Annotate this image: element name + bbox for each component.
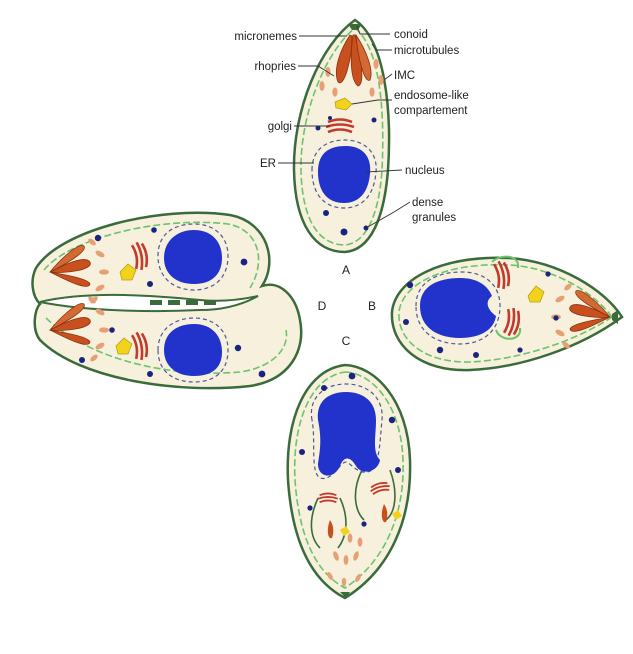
cell-c bbox=[286, 363, 412, 600]
cell-d-top-er bbox=[157, 223, 229, 291]
panel-label-a: A bbox=[342, 263, 350, 277]
cell-a-imc bbox=[300, 27, 384, 246]
cell-b bbox=[390, 255, 624, 372]
label-dense-line1: dense bbox=[412, 197, 443, 209]
label-microtubules: microtubules bbox=[394, 45, 459, 57]
cell-b-conoid bbox=[612, 310, 618, 324]
panel-label-b: B bbox=[368, 299, 376, 313]
cell-a-membrane bbox=[292, 18, 391, 254]
cell-a-nucleus bbox=[318, 146, 371, 203]
cell-c-nucleus bbox=[317, 392, 380, 476]
cell-a-er bbox=[311, 139, 377, 209]
cell-c-micronemes bbox=[327, 533, 363, 587]
cell-b-endosome bbox=[527, 285, 545, 303]
label-micronemes: micronemes bbox=[234, 31, 297, 43]
cell-d-conoid-stripes bbox=[150, 300, 216, 305]
cell-d-bottom-nucleus bbox=[164, 324, 222, 376]
cell-c-er bbox=[310, 383, 383, 480]
cell-c-imc bbox=[293, 371, 404, 589]
cell-b-er bbox=[415, 271, 501, 345]
cell-a bbox=[292, 18, 391, 254]
label-conoid: conoid bbox=[394, 29, 428, 41]
panel-label-c: C bbox=[342, 334, 351, 348]
label-imc: IMC bbox=[394, 70, 415, 82]
cell-d-bottom-er bbox=[157, 317, 229, 383]
label-dense-line2: granules bbox=[412, 212, 456, 224]
label-er: ER bbox=[260, 158, 276, 170]
cell-b-dense-granules bbox=[403, 271, 559, 358]
cell-c-conoid bbox=[340, 592, 350, 598]
cell-c-endosome bbox=[340, 510, 402, 536]
panel-label-d: D bbox=[318, 299, 327, 313]
cell-b-imc bbox=[398, 263, 613, 363]
cell-d-top-nucleus bbox=[164, 230, 222, 284]
cell-c-membrane bbox=[286, 363, 412, 600]
cell-a-dense-granules bbox=[315, 116, 377, 236]
cell-a-endosome bbox=[334, 97, 353, 111]
cell-a-conoid bbox=[348, 24, 362, 30]
text-labels: micronemes conoid microtubules rhopries … bbox=[234, 29, 468, 348]
cell-d-endosome bbox=[115, 263, 137, 355]
leader-lines bbox=[278, 25, 411, 229]
label-golgi: golgi bbox=[268, 121, 292, 133]
cell-d bbox=[31, 211, 303, 390]
cell-c-dense-granules bbox=[299, 372, 401, 527]
label-nucleus: nucleus bbox=[405, 165, 445, 177]
cell-b-new-imc bbox=[491, 255, 522, 340]
cell-d-dense-granules bbox=[79, 227, 266, 378]
cell-a-rhoptries bbox=[335, 33, 372, 87]
cell-c-daughter-rhoptries bbox=[327, 504, 388, 539]
cell-d-top-imc bbox=[43, 221, 260, 289]
label-rhopries: rhopries bbox=[254, 61, 296, 73]
label-endosome-line1: endosome-like bbox=[394, 90, 469, 102]
label-endosome-line2: compartement bbox=[394, 105, 468, 117]
cell-b-nucleus bbox=[420, 278, 496, 338]
